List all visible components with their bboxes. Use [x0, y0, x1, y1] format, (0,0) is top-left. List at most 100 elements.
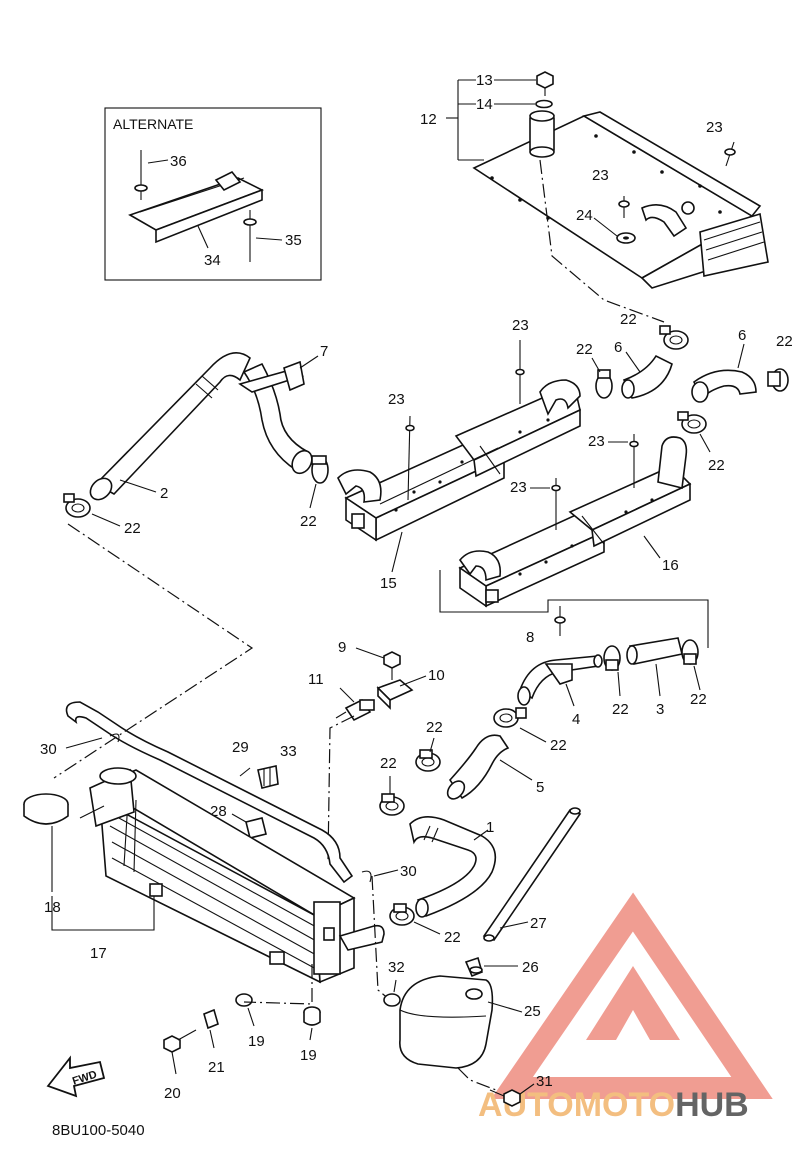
- cover-plate-12: [472, 110, 769, 289]
- washer-14: [535, 99, 553, 109]
- radiator-cap-18: 18: [23, 793, 69, 916]
- callout-29: 29: [232, 739, 249, 756]
- callout-12: 12: [420, 111, 437, 128]
- bolt-8: 8: [526, 606, 566, 646]
- bolt-9: 9: [338, 639, 401, 680]
- callout-23-e: 23: [588, 433, 605, 450]
- callout-1: 1: [486, 819, 494, 836]
- callout-2: 2: [160, 485, 168, 502]
- sensor-11: 11: [308, 671, 375, 722]
- chain-line-left: [53, 523, 254, 779]
- alternate-label: ALTERNATE: [113, 116, 193, 132]
- clamp-22-g: 22: [603, 645, 629, 718]
- clamp-22-l: 22: [389, 903, 461, 946]
- callout-17: 17: [90, 945, 107, 962]
- clamp-22-j: 22: [415, 719, 443, 772]
- grommet-32: 32: [383, 959, 405, 1007]
- callout-22-f: 22: [708, 457, 725, 474]
- callout-35: 35: [285, 232, 302, 249]
- callout-22-e: 22: [776, 333, 793, 350]
- callout-31: 31: [536, 1073, 553, 1090]
- callout-33: 33: [280, 743, 297, 760]
- callout-30-b: 30: [400, 863, 417, 880]
- hose-6-left: 6: [614, 339, 673, 399]
- callout-23-a: 23: [706, 119, 723, 136]
- callout-19-a: 19: [248, 1033, 265, 1050]
- callout-22-b: 22: [300, 513, 317, 530]
- callout-25: 25: [524, 1003, 541, 1020]
- fwd-arrow: FWD: [46, 1055, 106, 1098]
- chain-line-top: [539, 159, 665, 323]
- hose-1: 1: [409, 816, 497, 918]
- reservoir-tank-25: 25: [399, 975, 541, 1069]
- callout-23-c: 23: [388, 391, 405, 408]
- callout-10: 10: [428, 667, 445, 684]
- callout-32: 32: [388, 959, 405, 976]
- bolt-31: 31: [489, 1073, 553, 1107]
- bolt-13: [536, 71, 554, 96]
- collar-21: 21: [203, 1008, 225, 1076]
- hose-2: [89, 352, 313, 501]
- cap-26: 26: [464, 956, 539, 978]
- hose-5: 5: [446, 734, 544, 800]
- callout-20: 20: [164, 1085, 181, 1102]
- clamp-22-f: 22: [677, 411, 725, 474]
- callout-18: 18: [44, 899, 61, 916]
- callout-5: 5: [536, 779, 544, 796]
- clip-10: 10: [376, 667, 445, 710]
- radiator-17: [79, 767, 385, 984]
- rivet-23-c16b: 23: [510, 478, 561, 530]
- rivet-23-c15b: 23: [512, 317, 529, 404]
- callout-group-12: 13 14 12: [420, 72, 536, 161]
- clamp-22-e: 22: [767, 333, 793, 392]
- callout-23-f: 23: [510, 479, 527, 496]
- callout-22-c: 22: [576, 341, 593, 358]
- callout-6-b: 6: [738, 327, 746, 344]
- clamp-22-c: 22: [576, 341, 613, 399]
- callout-23-d: 23: [512, 317, 529, 334]
- callout-34: 34: [204, 252, 221, 269]
- grommet-19-a: 19: [235, 993, 265, 1050]
- bracket-34: [128, 170, 264, 244]
- bolt-20: 20: [163, 1029, 197, 1102]
- grommet-24: 24: [576, 207, 636, 244]
- clamp-22-k: 22: [379, 755, 405, 816]
- chain-line-bottom: [243, 964, 313, 1005]
- callout-22-l: 22: [444, 929, 461, 946]
- clamp-22-a: 22: [63, 493, 141, 537]
- callout-14: 14: [476, 96, 493, 113]
- group-bracket-17: [51, 896, 155, 931]
- pipe-4: 4: [517, 654, 603, 728]
- clip-30-b: 30: [361, 863, 417, 883]
- clamp-22-h: 22: [681, 639, 707, 708]
- callout-9: 9: [338, 639, 346, 656]
- callout-22-d: 22: [620, 311, 637, 328]
- watermark-logo: AUTOMOTOHUB: [478, 892, 773, 1124]
- rivet-23-c15a: 23: [388, 391, 415, 501]
- clip-33: 33: [257, 743, 297, 789]
- hose-3: 3: [626, 637, 683, 718]
- callout-7: 7: [320, 343, 328, 360]
- clip-30-a: 30: [40, 733, 120, 758]
- callout-22-h: 22: [690, 691, 707, 708]
- chain-line-sensor: [327, 715, 355, 861]
- hose-27: 27: [482, 807, 582, 942]
- clamp-22-i: 22: [493, 707, 567, 754]
- group-bracket-8: [439, 570, 709, 648]
- callout-22-j: 22: [426, 719, 443, 736]
- callout-22-g: 22: [612, 701, 629, 718]
- rivet-36: [134, 150, 148, 200]
- callout-30-a: 30: [40, 741, 57, 758]
- callout-8: 8: [526, 629, 534, 646]
- callout-4: 4: [572, 711, 580, 728]
- bracket-7: 7: [238, 343, 328, 393]
- cooler-15: [337, 379, 581, 542]
- drawing-code: 8BU100-5040: [52, 1122, 145, 1139]
- watermark-brand: AUTOMOTOHUB: [478, 1086, 749, 1124]
- rivet-35: [243, 210, 257, 262]
- cooler-16: [458, 436, 692, 608]
- alternate-inset: ALTERNATE 36 35 34: [104, 107, 322, 281]
- callout-36: 36: [170, 153, 187, 170]
- callout-26: 26: [522, 959, 539, 976]
